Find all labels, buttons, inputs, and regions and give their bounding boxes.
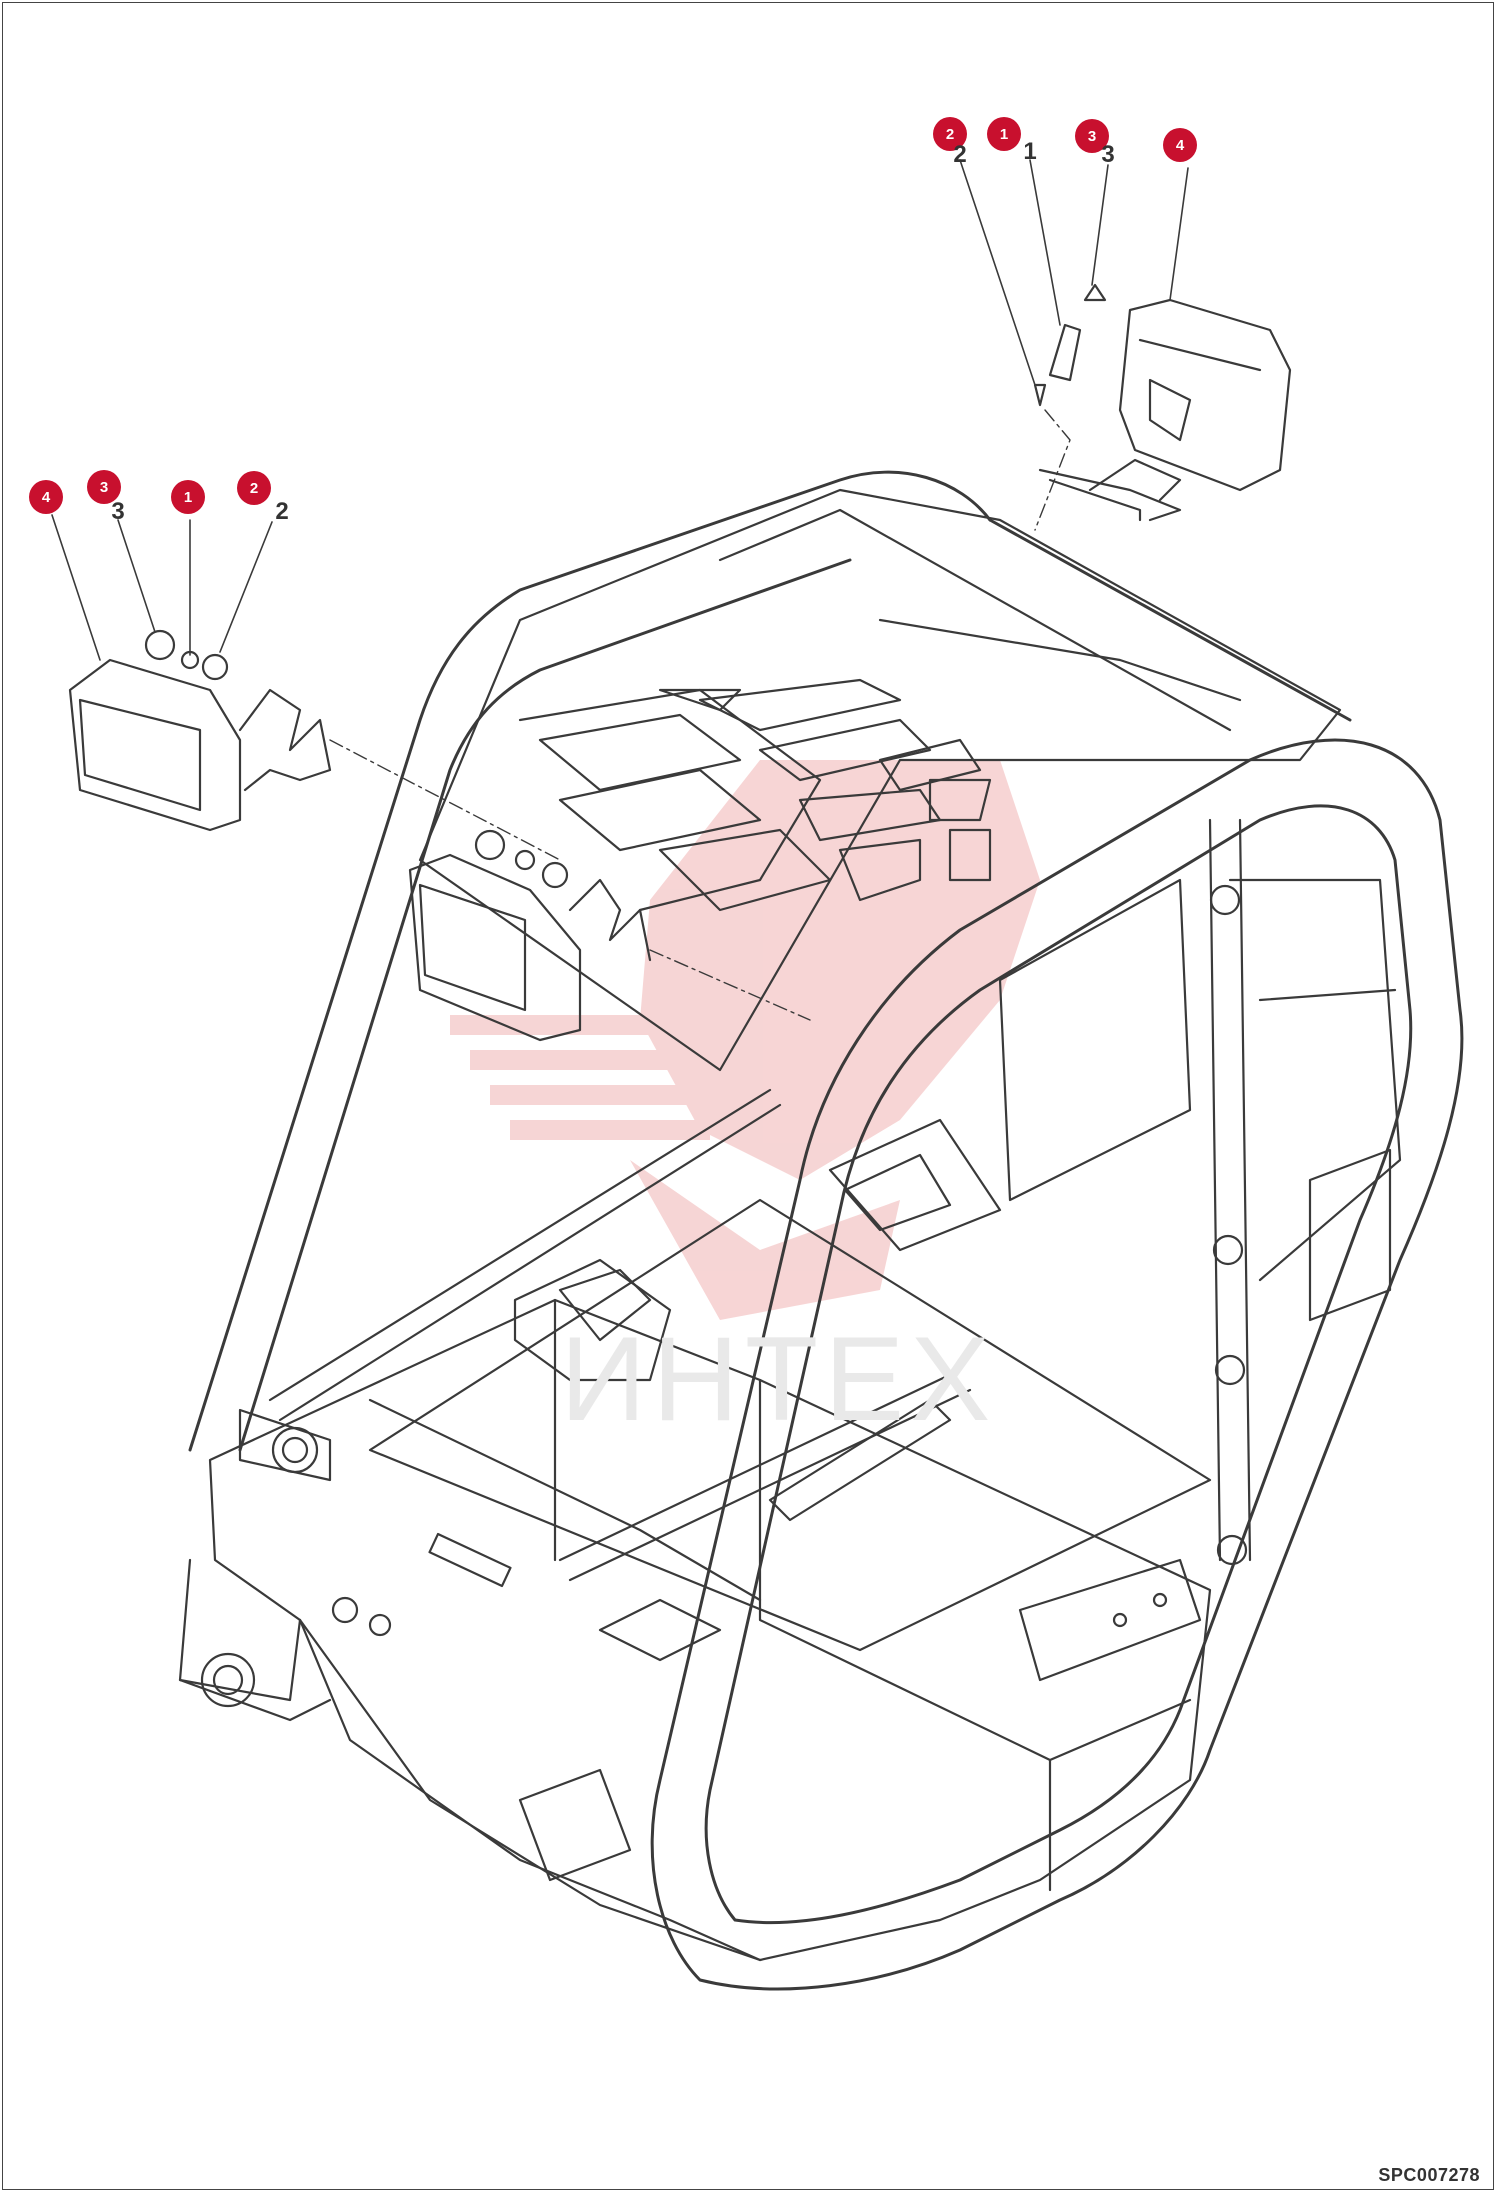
right-work-lamp bbox=[1038, 298, 1292, 522]
front-roll-bar bbox=[650, 738, 1464, 1991]
callout-left-2: 2 bbox=[237, 471, 271, 505]
cab-floor bbox=[268, 1088, 1212, 1652]
cab-roof bbox=[418, 488, 1342, 1072]
callout-right-1: 1 bbox=[987, 117, 1021, 151]
callout-left-1: 1 bbox=[171, 480, 205, 514]
callout-right-4: 4 bbox=[1163, 128, 1197, 162]
left-side-pillar bbox=[188, 470, 1352, 1452]
cab-lower-body bbox=[178, 1298, 1212, 1962]
leader-lines bbox=[51, 159, 1189, 661]
ref-right-1: 1 bbox=[1023, 138, 1037, 165]
left-work-lamp bbox=[68, 629, 332, 832]
assembly-lines bbox=[329, 409, 1071, 1021]
right-fasteners bbox=[1033, 283, 1107, 407]
ref-left-3: 3 bbox=[111, 498, 125, 525]
ref-left-2: 2 bbox=[275, 498, 289, 525]
watermark-logo bbox=[450, 760, 1040, 1320]
callout-left-4: 4 bbox=[29, 480, 63, 514]
ref-right-2: 2 bbox=[953, 141, 967, 168]
callout-right-2: 2 bbox=[933, 117, 967, 151]
drawing-code: SPC007278 bbox=[1378, 2165, 1480, 2185]
cab-rear-structure bbox=[998, 818, 1402, 1566]
mounted-left-lamp bbox=[408, 829, 652, 1042]
callout-left-3: 3 bbox=[87, 470, 121, 504]
callout-right-3: 3 bbox=[1075, 119, 1109, 153]
ref-right-3: 3 bbox=[1101, 141, 1115, 168]
watermark-text: ИНТЕХ bbox=[560, 1312, 997, 1446]
